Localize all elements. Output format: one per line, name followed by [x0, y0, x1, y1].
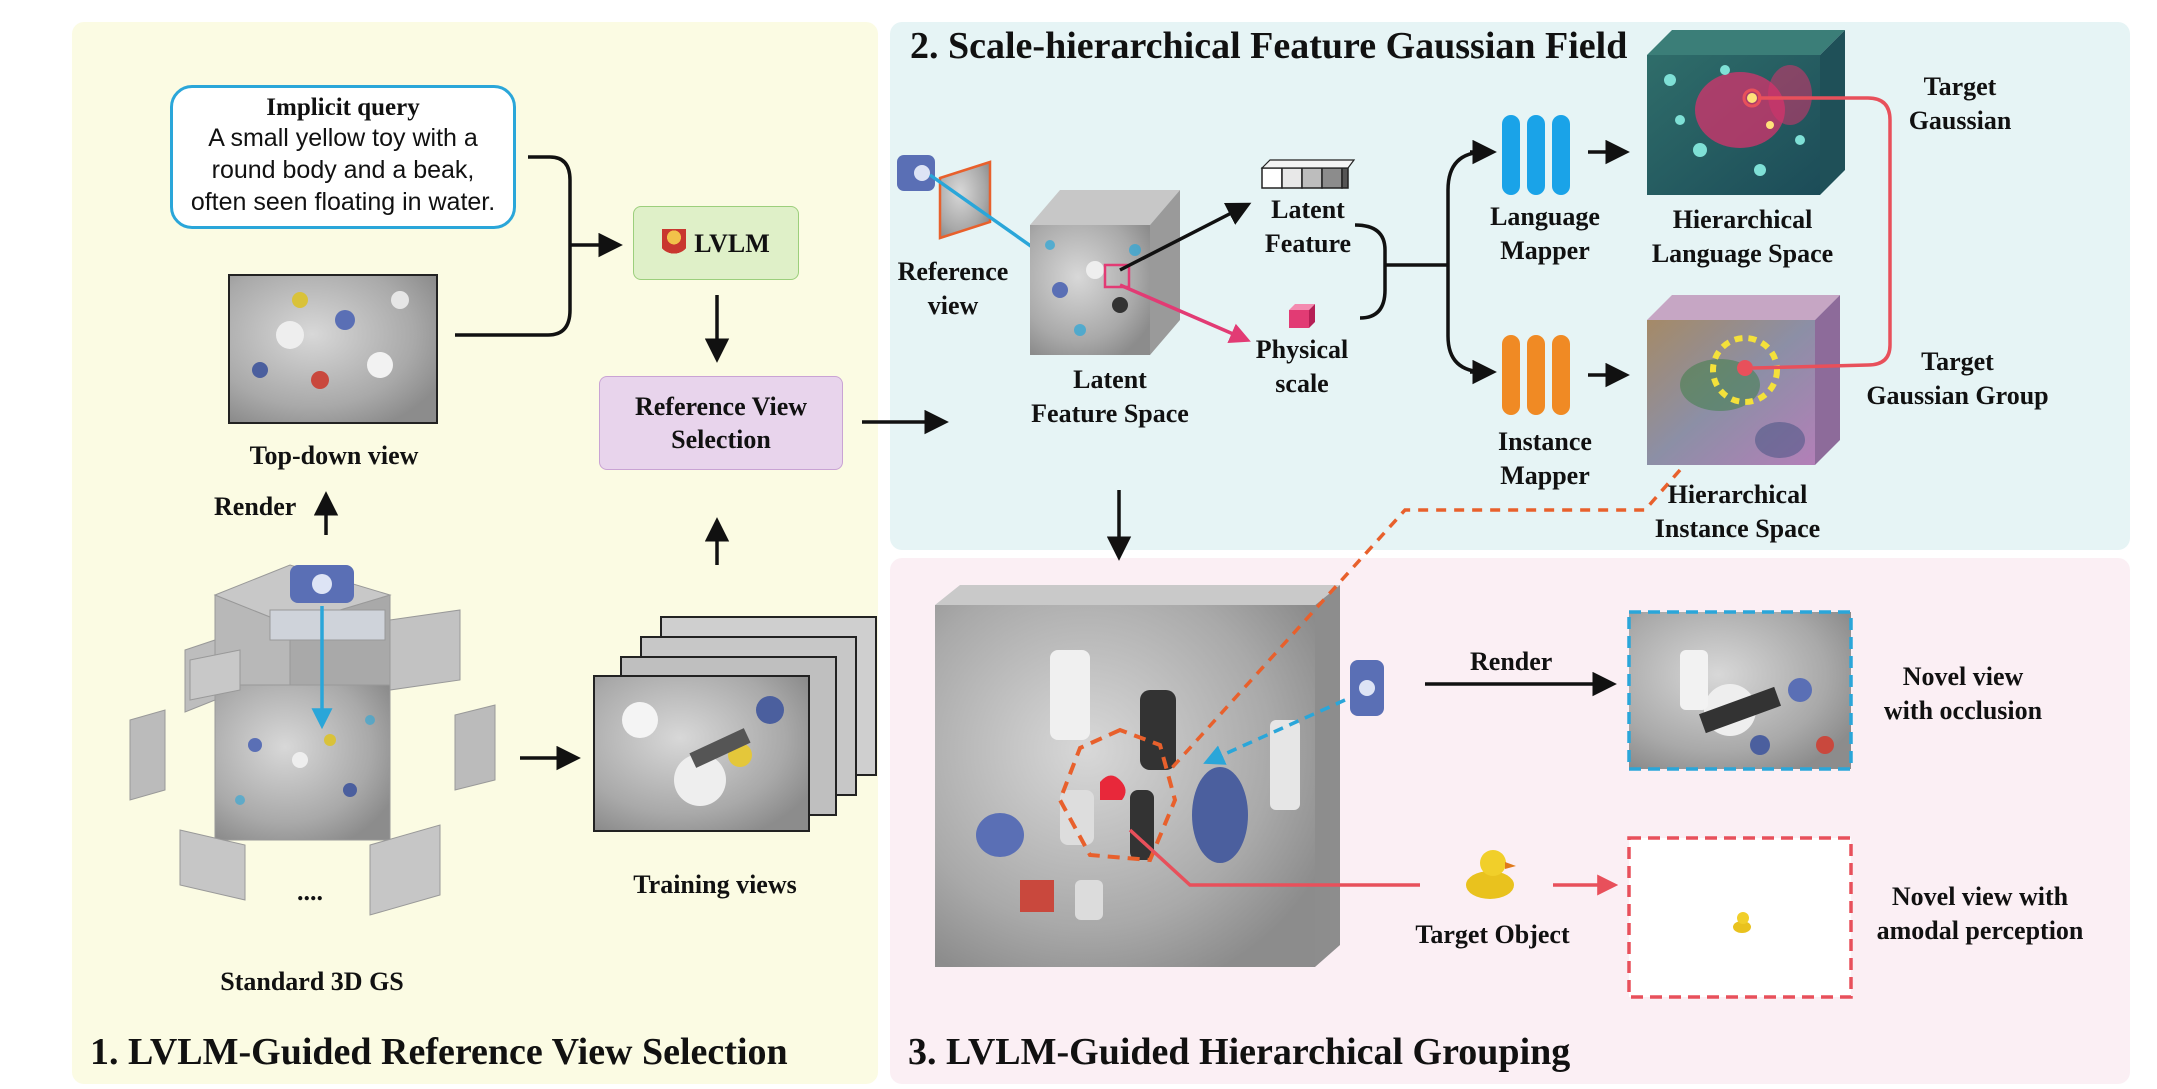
target-gaussian-line-2: Gaussian [1908, 106, 2012, 135]
reference-view-line-1: Reference [897, 257, 1009, 286]
instance-mapper-label: Instance Mapper [1480, 425, 1610, 493]
scale-cube-icon [1289, 304, 1315, 328]
instance-mapper-line-1: Instance [1498, 427, 1592, 456]
novel-view-occlusion-label: Novel view with occlusion [1868, 660, 2058, 728]
standard-3dgs-label: Standard 3D GS [220, 967, 404, 996]
panel-1-title: 1. LVLM-Guided Reference View Selection [90, 1031, 788, 1073]
render-label-2: Render [1470, 647, 1553, 676]
lvlm-box: LVLM [633, 206, 799, 280]
language-mapper-label: Language Mapper [1480, 200, 1610, 268]
physical-scale-line-1: Physical [1255, 335, 1349, 364]
novel-view-occlusion-image [1627, 610, 1853, 771]
hierarchical-language-space-label: Hierarchical Language Space [1625, 203, 1860, 271]
implicit-query-box: Implicit query A small yellow toy with a… [170, 85, 516, 229]
instance-mapper-line-2: Mapper [1500, 461, 1590, 490]
hier-instance-line-2: Instance Space [1654, 514, 1821, 543]
rubber-duck-icon [1466, 850, 1516, 899]
latent-feature-line-2: Feature [1264, 229, 1352, 258]
feature-vector-icon [1260, 159, 1356, 189]
top-down-view-image [228, 274, 438, 424]
scene-cube [935, 585, 1340, 967]
physical-scale-line-2: scale [1275, 369, 1329, 398]
implicit-query-title: Implicit query [266, 94, 420, 121]
lvlm-icon [662, 229, 687, 257]
instance-mapper-block [1502, 335, 1570, 415]
ellipsis-label: .... [297, 877, 323, 906]
novel-view-amodal-label: Novel view with amodal perception [1855, 880, 2105, 948]
latent-feature-space-cube [1030, 190, 1180, 355]
panel-2-title: 2. Scale-hierarchical Feature Gaussian F… [910, 25, 1628, 67]
target-group-line-1: Target [1921, 347, 1994, 376]
target-group-line-2: Gaussian Group [1866, 381, 2049, 410]
hierarchical-language-space-cube [1647, 30, 1845, 195]
novel-amodal-line-2: amodal perception [1876, 916, 2084, 945]
language-mapper-line-1: Language [1490, 202, 1600, 231]
language-mapper-block [1502, 115, 1570, 195]
hier-language-line-1: Hierarchical [1672, 205, 1813, 234]
hier-language-line-2: Language Space [1651, 239, 1834, 268]
reference-view-selection-box: Reference View Selection [599, 376, 843, 470]
panel-3-title: 3. LVLM-Guided Hierarchical Grouping [908, 1031, 1571, 1073]
latent-feature-line-1: Latent [1271, 195, 1345, 224]
standard-3dgs-scene [129, 564, 496, 916]
physical-scale-label: Physical scale [1250, 333, 1354, 401]
latent-feature-space-line-2: Feature Space [1031, 399, 1189, 428]
target-gaussian-label: Target Gaussian [1895, 70, 2025, 138]
rvs-label-line-2: Selection [671, 425, 771, 454]
implicit-query-line-1: A small yellow toy with a [208, 124, 478, 152]
hier-instance-line-1: Hierarchical [1667, 480, 1808, 509]
camera-icon [290, 565, 354, 603]
hierarchical-instance-space-label: Hierarchical Instance Space [1625, 478, 1850, 546]
reference-view-line-2: view [927, 291, 979, 320]
top-down-view-label: Top-down view [249, 441, 419, 470]
implicit-query-line-2: round body and a beak, [211, 156, 475, 184]
rvs-label-line-1: Reference View [634, 392, 808, 421]
target-gaussian-group-label: Target Gaussian Group [1850, 345, 2065, 413]
latent-feature-label: Latent Feature [1258, 193, 1358, 261]
novel-amodal-line-1: Novel view with [1891, 882, 2069, 911]
language-mapper-line-2: Mapper [1500, 236, 1590, 265]
hierarchical-instance-space-cube [1647, 295, 1840, 465]
novel-occlusion-line-2: with occlusion [1883, 696, 2043, 725]
target-gaussian-line-1: Target [1923, 72, 1997, 101]
novel-occlusion-line-1: Novel view [1902, 662, 2024, 691]
target-object-label: Target Object [1415, 920, 1570, 949]
render-label-1: Render [214, 492, 297, 521]
reference-view-label: Reference view [888, 255, 1018, 323]
training-views-stack [593, 616, 877, 832]
lvlm-label: LVLM [694, 228, 770, 258]
latent-feature-space-line-1: Latent [1073, 365, 1147, 394]
training-views-label: Training views [633, 870, 797, 899]
camera-icon [1350, 660, 1384, 716]
latent-feature-space-label: Latent Feature Space [1015, 363, 1205, 431]
novel-view-amodal-image [1627, 836, 1853, 999]
camera-icon [897, 155, 935, 191]
implicit-query-line-3: often seen floating in water. [190, 188, 496, 216]
